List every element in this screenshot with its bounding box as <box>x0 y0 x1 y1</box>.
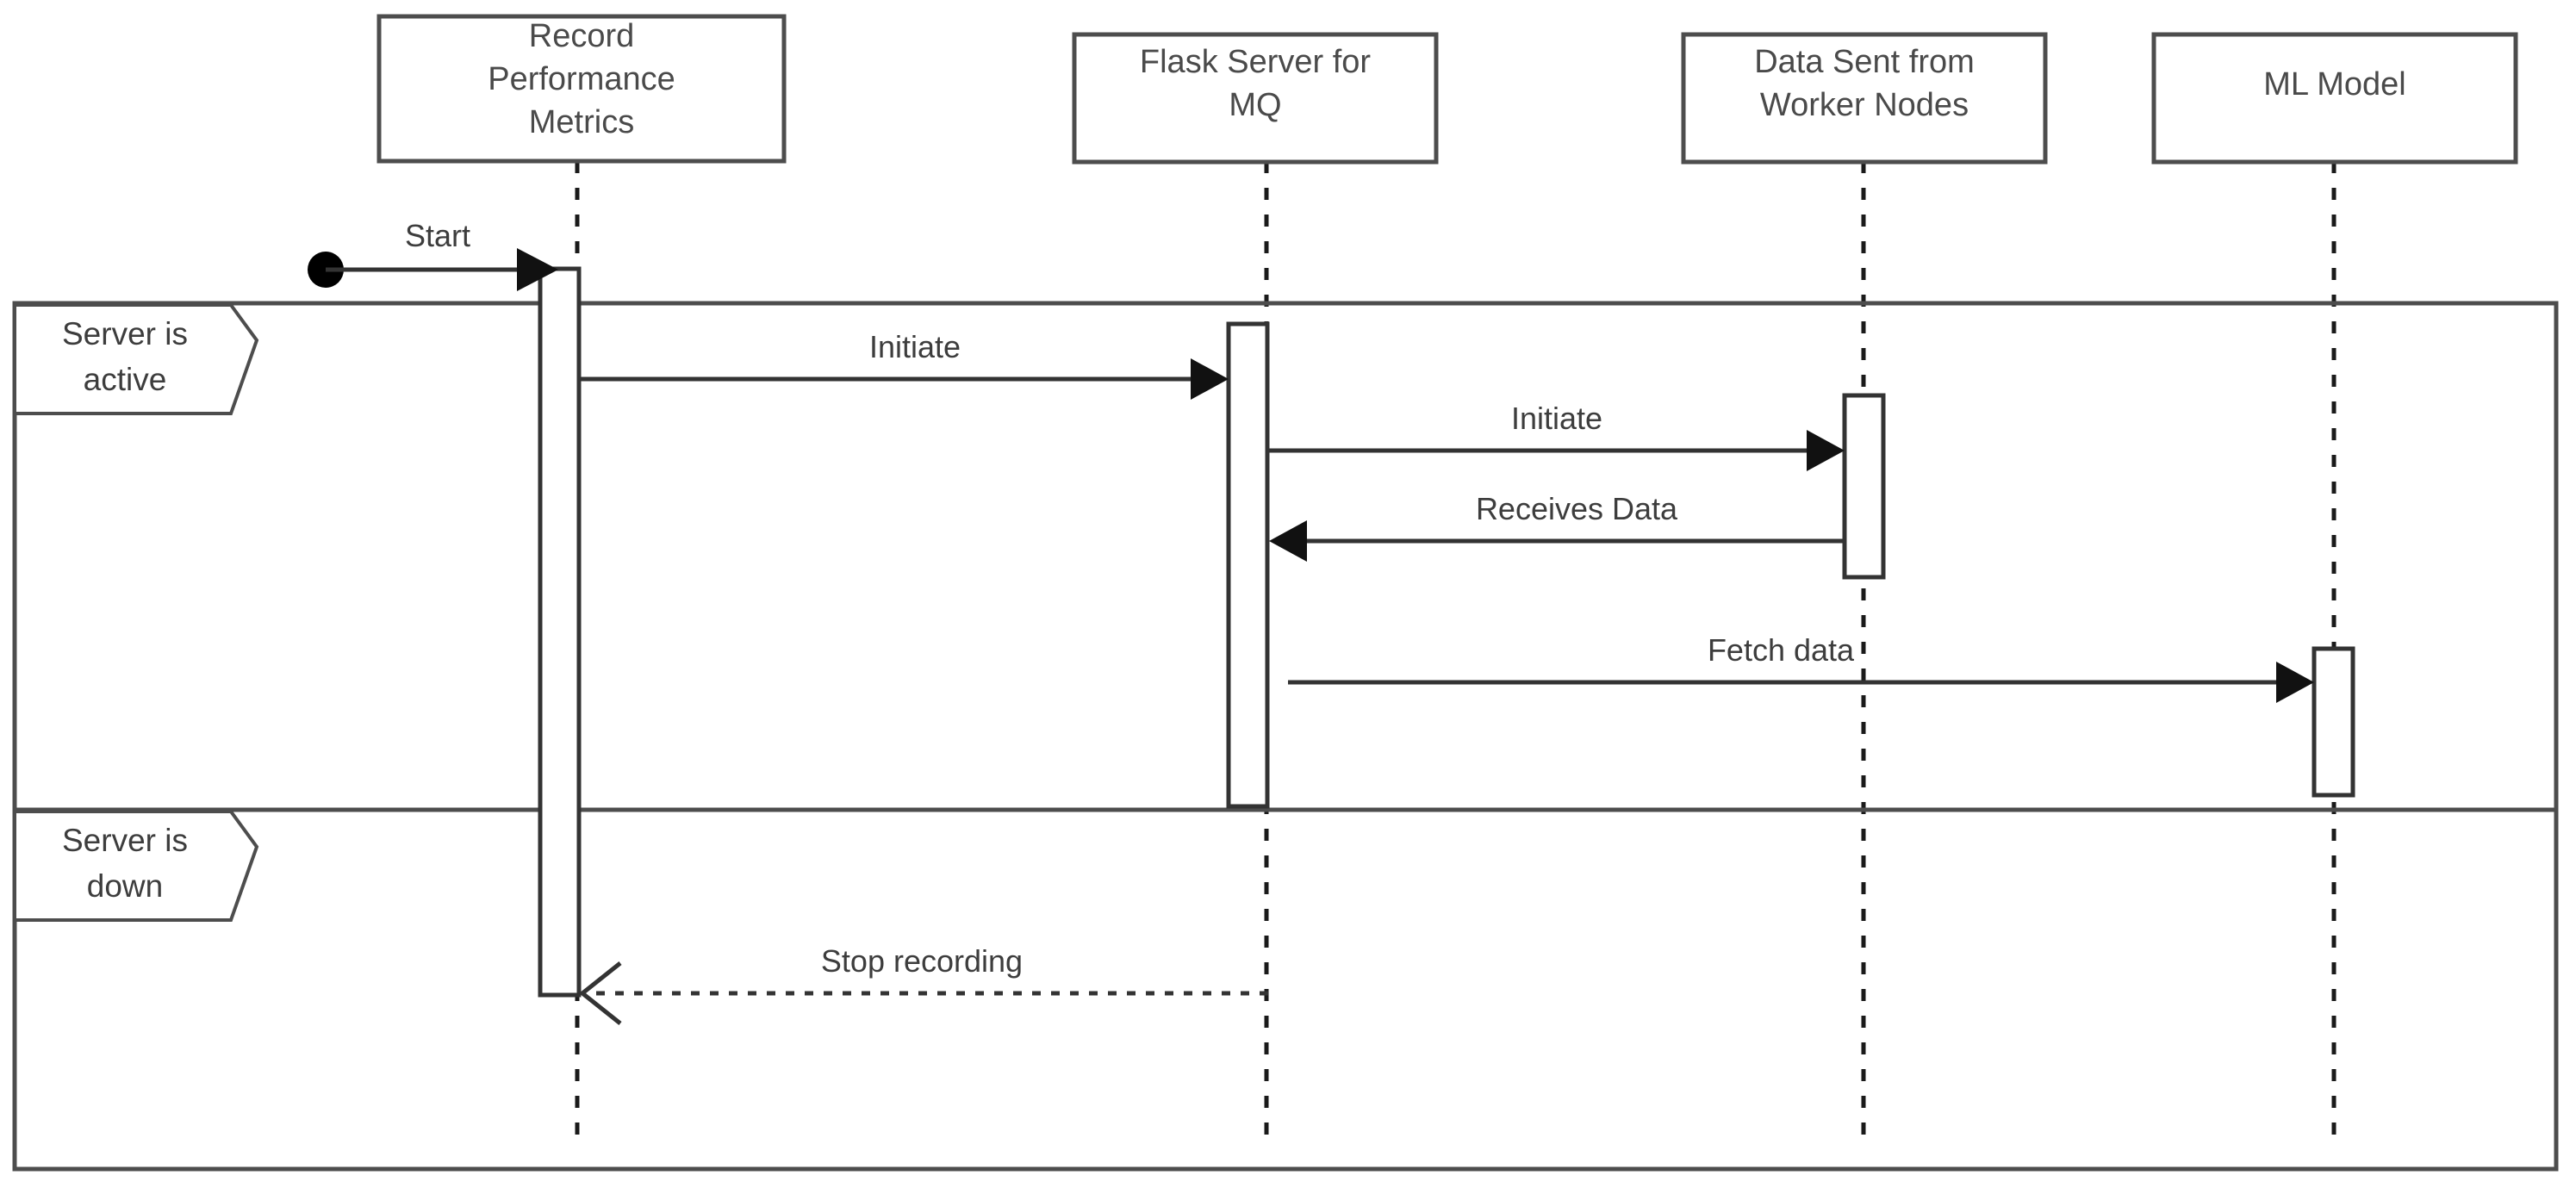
lifeline-label-record-performance-metrics-line-1: Performance <box>488 61 675 97</box>
activation-bar-ml-model <box>2312 646 2355 798</box>
message-initiate-2: Initiate <box>1269 401 1845 471</box>
lifeline-box-ml-model[interactable] <box>2151 32 2518 165</box>
arrowhead-initiate-2-icon <box>1807 430 1845 471</box>
lifeline-lines <box>575 161 2336 1137</box>
fragment-label-shape-server-is-down <box>13 810 259 922</box>
lifeline-label-ml-model-line-0: ML Model <box>2263 66 2405 103</box>
fragment-label-server-is-active: Server is active <box>13 303 259 415</box>
lifeline-box-data-sent-from-worker-nodes[interactable] <box>1681 32 2048 165</box>
fragment-label-server-is-down: Server is down <box>13 810 259 922</box>
lifeline-header-ml-model[interactable]: ML Model <box>2151 32 2518 165</box>
message-label-fetch-data: Fetch data <box>1708 632 1855 668</box>
arrowhead-receives-data-icon <box>1269 520 1307 562</box>
arrowhead-start-icon <box>517 248 558 291</box>
message-label-initiate-2: Initiate <box>1511 401 1602 436</box>
start-node-group: Start <box>308 218 558 291</box>
message-fetch-data: Fetch data <box>1288 632 2314 703</box>
lifeline-label-flask-server-for-mq-line-0: Flask Server for <box>1140 44 1372 80</box>
message-stop-recording: Stop recording <box>578 943 1268 1025</box>
arrowhead-fetch-data-icon <box>2276 662 2314 703</box>
lifeline-box-flask-server-for-mq[interactable] <box>1072 32 1439 165</box>
lifeline-label-record-performance-metrics-line-2: Metrics <box>529 104 634 140</box>
message-initiate-1: Initiate <box>579 329 1229 400</box>
lifeline-label-data-sent-from-worker-nodes-line-0: Data Sent from <box>1754 44 1975 80</box>
fragment-label-text-server-is-active-line-1: active <box>84 362 167 397</box>
message-label-initiate-1: Initiate <box>869 329 961 364</box>
fragment-label-text-server-is-down-line-0: Server is <box>62 823 188 858</box>
activation-bar-flask-server-for-mq <box>1226 321 1270 809</box>
arrowhead-stop-recording-icon <box>578 961 622 1025</box>
fragment-label-text-server-is-down-line-1: down <box>87 868 163 904</box>
lifeline-header-record-performance-metrics[interactable]: Record Performance Metrics <box>376 14 787 164</box>
message-label-receives-data: Receives Data <box>1476 491 1678 526</box>
lifeline-header-data-sent-from-worker-nodes[interactable]: Data Sent from Worker Nodes <box>1681 32 2048 165</box>
lifeline-label-record-performance-metrics-line-0: Record <box>529 18 635 54</box>
lifeline-label-flask-server-for-mq-line-1: MQ <box>1229 87 1281 123</box>
activation-bar-record-performance-metrics <box>538 266 582 998</box>
lifeline-label-data-sent-from-worker-nodes-line-1: Worker Nodes <box>1760 87 1969 123</box>
message-label-stop-recording: Stop recording <box>821 943 1023 979</box>
message-receives-data: Receives Data <box>1269 491 1845 562</box>
fragment-label-text-server-is-active-line-0: Server is <box>62 316 188 351</box>
message-label-start: Start <box>405 218 470 253</box>
arrowhead-initiate-1-icon <box>1191 358 1229 400</box>
fragment-frame <box>12 301 2559 1172</box>
activation-bar-data-sent-from-worker-nodes <box>1842 393 1886 580</box>
fragment-label-shape-server-is-active <box>13 303 259 415</box>
lifeline-header-flask-server-for-mq[interactable]: Flask Server for MQ <box>1072 32 1439 165</box>
lifeline-box-record-performance-metrics[interactable] <box>376 14 787 164</box>
